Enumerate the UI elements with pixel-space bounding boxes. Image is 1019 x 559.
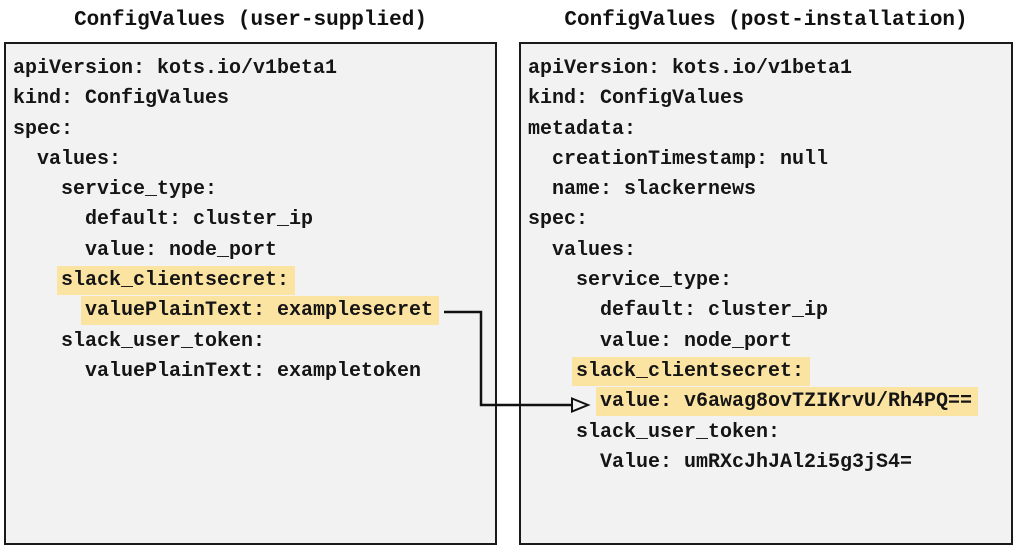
- yaml-line: value: node_port: [13, 236, 488, 266]
- highlighted-yaml-text: slack_clientsecret:: [57, 266, 296, 296]
- yaml-line: slack_user_token:: [13, 327, 488, 357]
- highlighted-yaml-text: slack_clientsecret:: [572, 356, 811, 386]
- yaml-text: spec:: [13, 117, 74, 141]
- yaml-line: Value: umRXcJhJAl2i5g3jS4=: [528, 448, 1004, 478]
- yaml-text: slack_user_token:: [61, 329, 266, 353]
- yaml-line: values:: [13, 145, 488, 175]
- yaml-text: default: cluster_ip: [600, 299, 829, 323]
- yaml-line: apiVersion: kots.io/v1beta1: [13, 54, 488, 84]
- yaml-line: name: slackernews: [528, 175, 1004, 205]
- yaml-line: service_type:: [13, 175, 488, 205]
- yaml-line: kind: ConfigValues: [13, 84, 488, 114]
- yaml-line: spec:: [13, 115, 488, 145]
- yaml-line: service_type:: [528, 266, 1004, 296]
- yaml-line: default: cluster_ip: [13, 205, 488, 235]
- yaml-line-highlighted: slack_clientsecret:: [528, 356, 1004, 387]
- yaml-text: values:: [37, 147, 122, 171]
- yaml-text: valuePlainText: exampletoken: [85, 359, 422, 383]
- yaml-text: spec:: [528, 208, 589, 232]
- yaml-text: service_type:: [576, 269, 733, 293]
- yaml-line: values:: [528, 236, 1004, 266]
- user-supplied-title: ConfigValues (user-supplied): [74, 9, 427, 32]
- yaml-text: Value: umRXcJhJAl2i5g3jS4=: [600, 450, 913, 474]
- yaml-line-highlighted: value: v6awag8ovTZIKrvU/Rh4PQ==: [528, 387, 1004, 417]
- yaml-line-highlighted: slack_clientsecret:: [13, 266, 488, 296]
- yaml-text: metadata:: [528, 117, 637, 141]
- highlighted-yaml-text: value: v6awag8ovTZIKrvU/Rh4PQ==: [596, 387, 979, 417]
- yaml-text: value: node_port: [85, 238, 278, 262]
- yaml-text: kind: ConfigValues: [528, 87, 745, 111]
- yaml-line-highlighted: valuePlainText: examplesecret: [13, 296, 488, 326]
- yaml-text: values:: [552, 238, 637, 262]
- post-installation-title: ConfigValues (post-installation): [564, 9, 968, 32]
- yaml-line: spec:: [528, 205, 1004, 235]
- yaml-text: apiVersion: kots.io/v1beta1: [528, 57, 853, 80]
- yaml-line: default: cluster_ip: [528, 296, 1004, 326]
- user-supplied-panel: apiVersion: kots.io/v1beta1 kind: Config…: [4, 42, 497, 545]
- yaml-line: valuePlainText: exampletoken: [13, 357, 488, 387]
- yaml-text: default: cluster_ip: [85, 208, 314, 232]
- yaml-line: creationTimestamp: null: [528, 145, 1004, 175]
- yaml-line: apiVersion: kots.io/v1beta1: [528, 54, 1004, 84]
- yaml-line: value: node_port: [528, 327, 1004, 357]
- yaml-line: kind: ConfigValues: [528, 84, 1004, 114]
- yaml-text: name: slackernews: [552, 178, 757, 202]
- yaml-text: creationTimestamp: null: [552, 147, 829, 171]
- yaml-line: metadata:: [528, 115, 1004, 145]
- highlighted-yaml-text: valuePlainText: examplesecret: [81, 296, 440, 326]
- yaml-line: slack_user_token:: [528, 418, 1004, 448]
- yaml-text: value: node_port: [600, 329, 793, 353]
- yaml-text: service_type:: [61, 178, 218, 202]
- yaml-text: slack_user_token:: [576, 420, 781, 444]
- yaml-text: apiVersion: kots.io/v1beta1: [13, 57, 338, 80]
- yaml-text: kind: ConfigValues: [13, 87, 230, 111]
- post-installation-panel: apiVersion: kots.io/v1beta1 kind: Config…: [519, 42, 1013, 545]
